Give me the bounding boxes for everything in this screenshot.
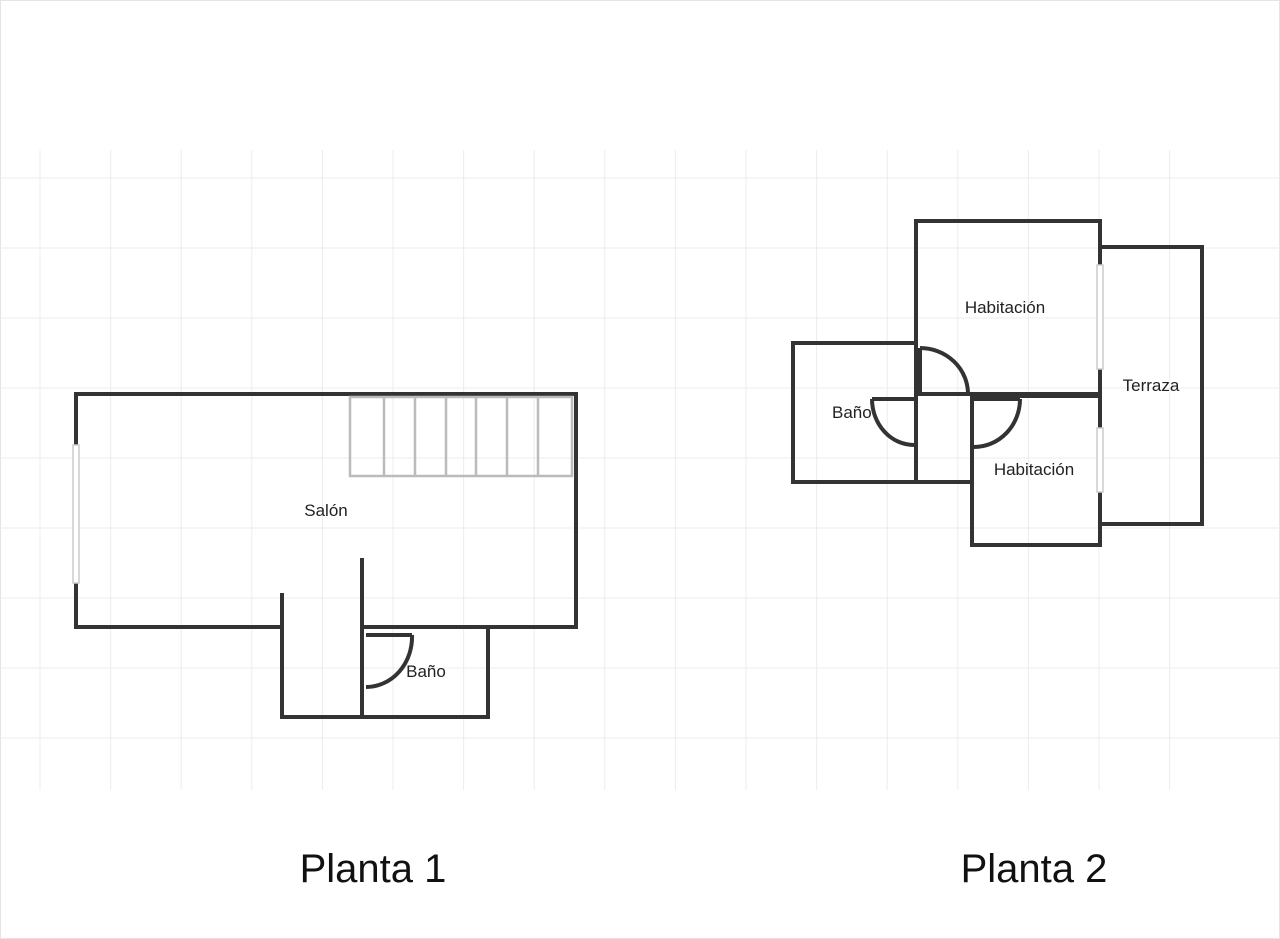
- door-habitacion-top: [918, 346, 970, 395]
- door-habitacion-bottom: [973, 397, 1022, 449]
- bano-1-wall: [280, 593, 490, 719]
- door-bano-1: [365, 633, 415, 689]
- stairs: [348, 395, 574, 478]
- room-label-terraza: Terraza: [1123, 376, 1180, 395]
- room-label-habitacion-top: Habitación: [965, 298, 1045, 317]
- floor-1-plan: Salón Baño: [72, 392, 578, 719]
- floor-1-title: Planta 1: [300, 847, 447, 891]
- window-habitacion-bottom: [1096, 427, 1104, 493]
- window-habitacion-top: [1096, 264, 1104, 370]
- floor-2-plan: Habitación Terraza Baño Habitación: [791, 219, 1204, 547]
- background-grid: [0, 150, 1280, 790]
- door-bano-2: [870, 397, 915, 447]
- terraza-wall: [1098, 245, 1204, 526]
- salon-wall: [74, 392, 578, 629]
- room-label-bano-2: Baño: [832, 403, 872, 422]
- habitacion-bottom-wall: [970, 394, 1102, 547]
- window-left: [72, 444, 80, 584]
- floor-2-title: Planta 2: [961, 847, 1108, 891]
- floor-1-walls: [74, 392, 578, 719]
- room-label-salon: Salón: [304, 501, 347, 520]
- room-label-bano-1: Baño: [406, 662, 446, 681]
- bano-2-wall: [791, 341, 918, 484]
- room-label-habitacion-bottom: Habitación: [994, 460, 1074, 479]
